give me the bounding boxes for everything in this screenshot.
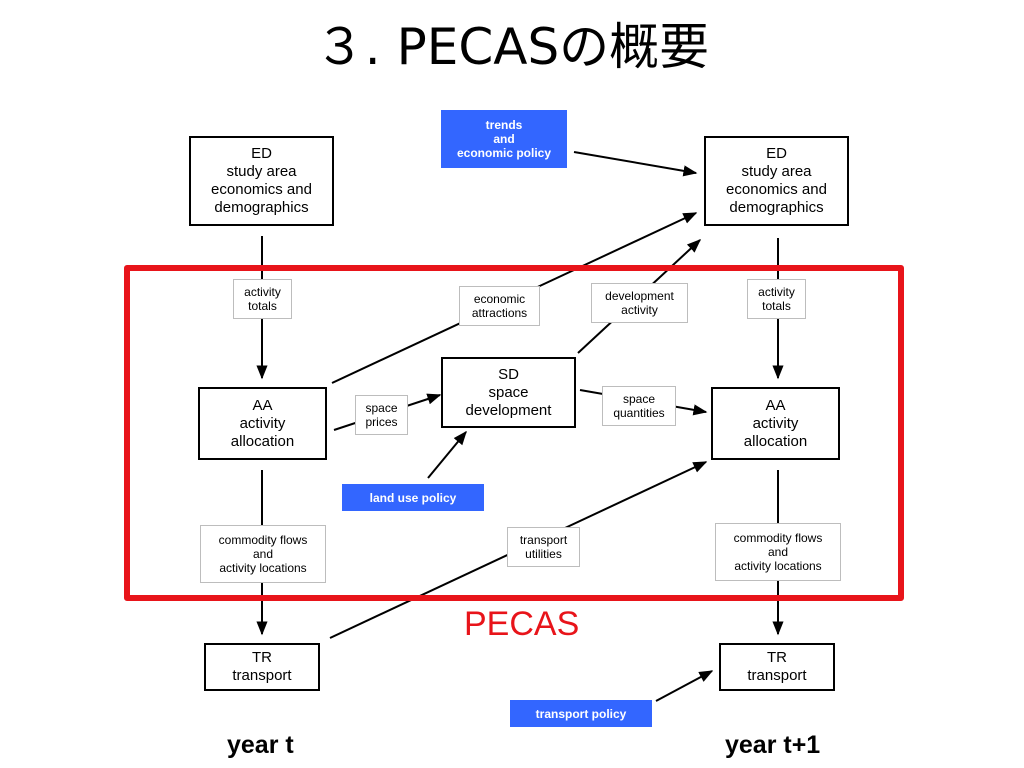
label-space-prices: space prices — [355, 395, 408, 435]
pecas-label: PECAS — [464, 605, 580, 643]
year-label-right: year t+1 — [725, 731, 821, 759]
policy-trends: trends and economic policy — [441, 110, 567, 168]
label-space-quantities-text: space quantities — [613, 392, 665, 420]
policy-transport: transport policy — [510, 700, 652, 727]
label-space-prices-text: space prices — [365, 401, 398, 429]
label-commodity-flows-right: commodity flows and activity locations — [715, 523, 841, 581]
label-space-quantities: space quantities — [602, 386, 676, 426]
pecas-boundary-frame — [124, 265, 904, 601]
aa-box-left-text: AA activity allocation — [230, 396, 295, 450]
label-development-activity: development activity — [591, 283, 688, 323]
tr-box-right: TR transport — [719, 643, 835, 691]
tr-box-left: TR transport — [204, 643, 320, 691]
sd-box: SD space development — [441, 357, 576, 428]
aa-box-right: AA activity allocation — [711, 387, 840, 460]
ed-box-right: ED study area economics and demographics — [704, 136, 849, 226]
label-economic-attractions: economic attractions — [459, 286, 540, 326]
slide-title: ３. PECASの概要 — [314, 18, 710, 76]
policy-transport-text: transport policy — [535, 706, 627, 721]
arrow-land-use-policy — [427, 430, 467, 479]
ed-box-right-text: ED study area economics and demographics — [726, 145, 827, 216]
label-commodity-flows-right-text: commodity flows and activity locations — [733, 531, 823, 573]
sd-box-text: SD space development — [465, 365, 552, 419]
label-activity-totals-right: activity totals — [747, 279, 806, 319]
tr-box-right-text: TR transport — [747, 649, 807, 684]
label-transport-utilities: transport utilities — [507, 527, 580, 567]
arrow-trends-to-ed — [573, 151, 698, 177]
label-commodity-flows-left: commodity flows and activity locations — [200, 525, 326, 583]
year-label-left: year t — [227, 731, 294, 759]
policy-land-use: land use policy — [342, 484, 484, 511]
arrow-transport-policy — [655, 670, 714, 702]
label-activity-totals-left-text: activity totals — [244, 285, 281, 313]
ed-box-left-text: ED study area economics and demographics — [211, 145, 312, 216]
aa-box-left: AA activity allocation — [198, 387, 327, 460]
aa-box-right-text: AA activity allocation — [743, 396, 808, 450]
policy-trends-text: trends and economic policy — [456, 118, 552, 160]
label-economic-attractions-text: economic attractions — [471, 292, 528, 320]
label-activity-totals-right-text: activity totals — [758, 285, 795, 313]
label-transport-utilities-text: transport utilities — [519, 533, 568, 561]
label-development-activity-text: development activity — [605, 289, 674, 317]
tr-box-left-text: TR transport — [232, 649, 292, 684]
label-activity-totals-left: activity totals — [233, 279, 292, 319]
policy-land-use-text: land use policy — [369, 490, 457, 505]
ed-box-left: ED study area economics and demographics — [189, 136, 334, 226]
label-commodity-flows-left-text: commodity flows and activity locations — [218, 533, 308, 575]
